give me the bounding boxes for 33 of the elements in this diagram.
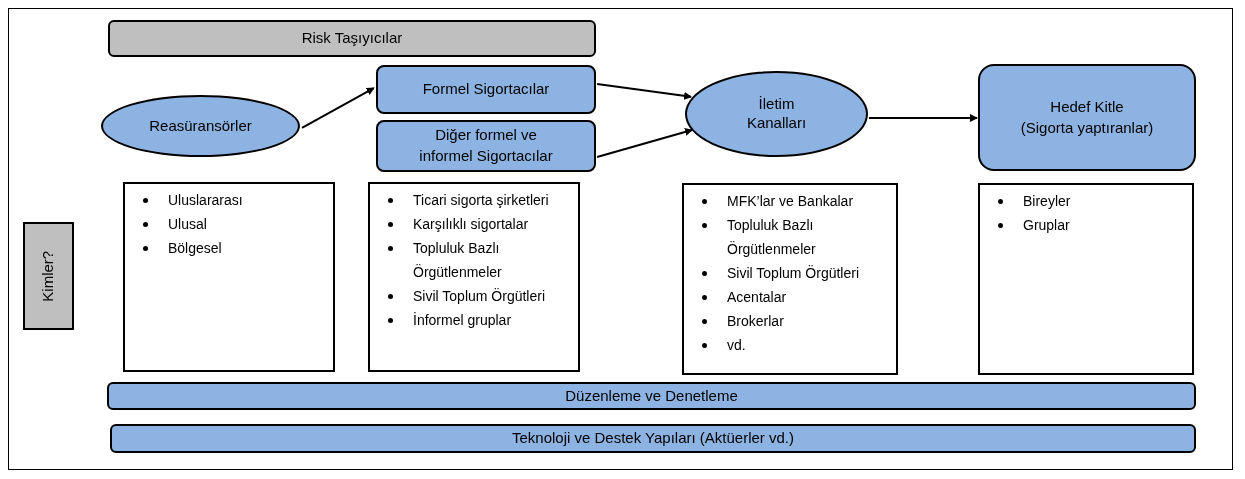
list-item-text: Sivil Toplum Örgütleri bbox=[727, 264, 859, 283]
rounded-box: Formel Sigortacılar bbox=[376, 65, 596, 114]
band-bar: Düzenleme ve Denetleme bbox=[107, 382, 1196, 410]
list-item-text: Sivil Toplum Örgütleri bbox=[413, 287, 545, 306]
list-item-text: MFK’lar ve Bankalar bbox=[727, 192, 854, 211]
list-item-text: Karşılıklı sigortalar bbox=[413, 215, 529, 234]
list-item-text: Ulusal bbox=[168, 215, 207, 234]
list-item-text: Bireyler bbox=[1023, 192, 1071, 211]
list-box bbox=[978, 183, 1194, 375]
list-item-text: Uluslararası bbox=[168, 191, 243, 210]
list-item-text: Bölgesel bbox=[168, 239, 222, 258]
arrow bbox=[301, 87, 375, 129]
list-item-text: Acentalar bbox=[727, 288, 787, 307]
list-item-text: vd. bbox=[727, 336, 746, 355]
ellipse-node: Reasüransörler bbox=[101, 95, 300, 157]
band-bar: Teknoloji ve Destek Yapıları (Aktüerler vd.) bbox=[110, 424, 1196, 453]
side-label-box: Kimler? bbox=[23, 222, 74, 330]
list-item-text: Topluluk Bazlı Örgütlenmeler bbox=[727, 216, 817, 259]
rounded-box: Diğer formel ve informel Sigortacılar bbox=[376, 120, 596, 172]
list-box bbox=[368, 182, 580, 372]
rounded-box: Hedef Kitle (Sigorta yaptıranlar) bbox=[978, 64, 1196, 171]
list-item-text: Brokerlar bbox=[727, 312, 784, 331]
arrow bbox=[867, 114, 978, 123]
list-item-text: Topluluk Bazlı Örgütlenmeler bbox=[413, 239, 503, 282]
list-item-text: İnformel gruplar bbox=[413, 311, 512, 330]
list-item-text: Gruplar bbox=[1023, 216, 1070, 235]
list-box bbox=[123, 182, 335, 372]
arrow bbox=[596, 83, 693, 100]
ellipse-node: İletim Kanalları bbox=[685, 71, 868, 157]
arrow bbox=[596, 128, 693, 158]
list-item-text: Ticari sigorta şirketleri bbox=[413, 191, 549, 210]
list-box bbox=[682, 183, 898, 375]
header-bar: Risk Taşıyıcılar bbox=[108, 20, 596, 57]
